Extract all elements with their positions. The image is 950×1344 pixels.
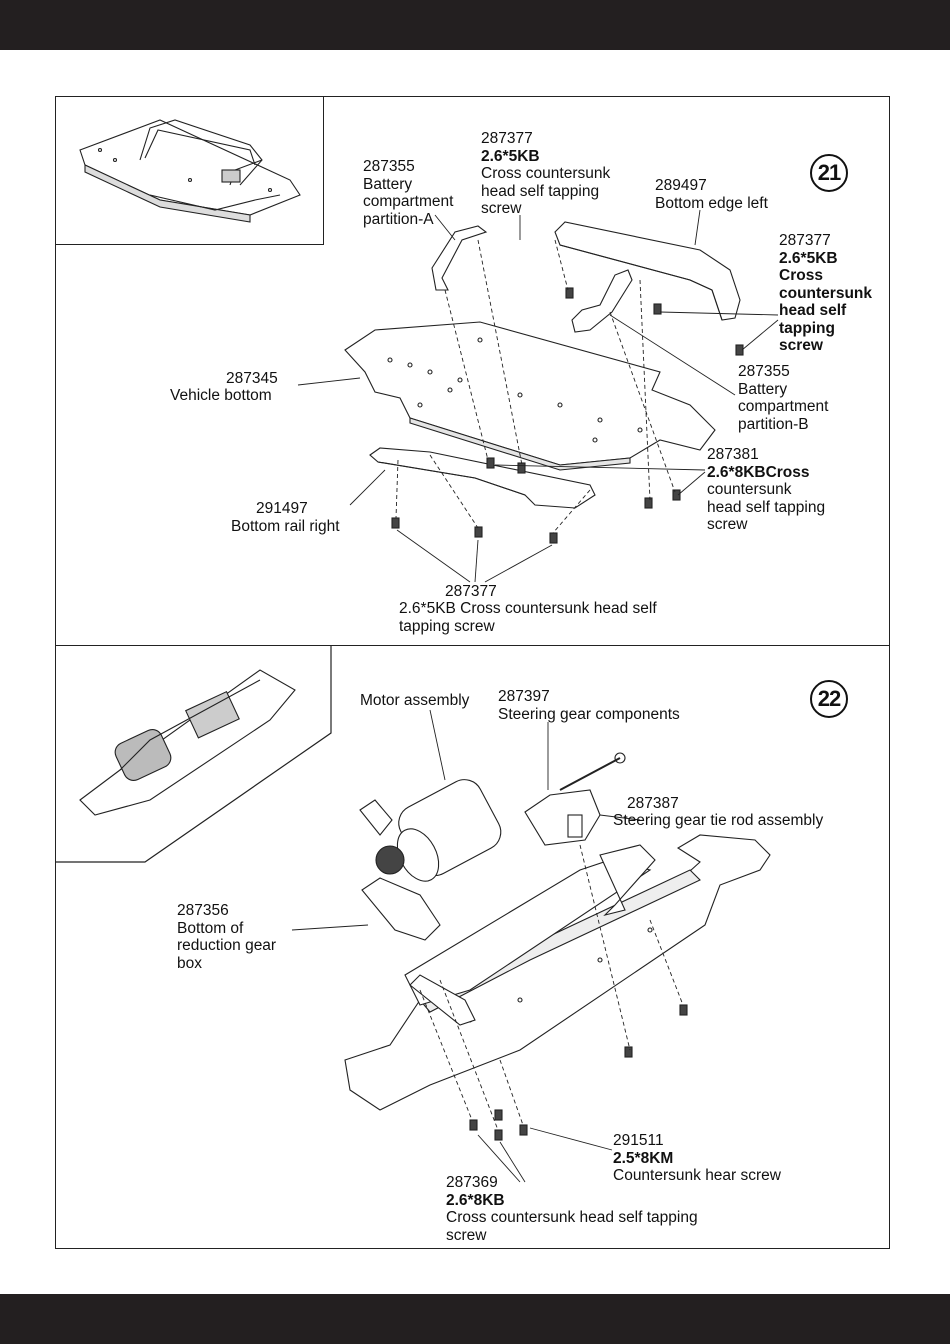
step22-dashed-guides: [419, 844, 684, 1131]
label-287397-steering-gear: 287397 Steering gear components: [498, 688, 680, 723]
battery-partition-b: [571, 269, 633, 333]
step22-screws: [469, 1004, 688, 1141]
step22-leader-lines: [291, 709, 641, 1183]
label-287345-vehicle-bottom: 287345: [226, 370, 278, 387]
label-287356-gear-box: 287356 Bottom of reduction gear box: [177, 902, 277, 972]
vehicle-bottom-plate: [344, 321, 716, 471]
battery-partition-a: [431, 225, 488, 291]
step21-overview-inset: [55, 96, 324, 245]
header-bar: [0, 0, 950, 50]
footer-bar: [0, 1294, 950, 1344]
label-291511-countersunk: 291511 2.5*8KM Countersunk hear screw: [613, 1132, 781, 1184]
label-287369-screw: 287369 2.6*8KB Cross countersunk head se…: [446, 1174, 698, 1244]
step-divider: [55, 645, 890, 646]
label-287377-screw-right: 287377 2.6*5KB Cross countersunk head se…: [779, 232, 873, 354]
step22-overview-inset: [55, 646, 332, 863]
step21-dashed-guides: [395, 239, 676, 534]
step22-chassis: [344, 834, 771, 1111]
label-289497-edge-left: 289497 Bottom edge left: [655, 177, 768, 212]
label-287377-screw-bottom: 2.6*5KB Cross countersunk head self tapp…: [399, 600, 657, 635]
bottom-edge-left-part: [554, 221, 741, 321]
label-vehicle-bottom-desc: Vehicle bottom: [170, 387, 272, 404]
step21-screws: [391, 287, 744, 544]
instruction-frame: [55, 96, 890, 1249]
label-291497-rail-right: 291497: [256, 500, 308, 517]
reduction-gear-box-part: [361, 877, 441, 941]
label-287355-partition-b: 287355 Battery compartment partition-B: [738, 363, 829, 433]
label-287387-tie-rod-code: 287387: [627, 795, 679, 812]
steering-gear-part: [524, 752, 626, 846]
step22-partitions: [409, 844, 656, 1026]
label-rail-right-desc: Bottom rail right: [231, 518, 340, 535]
step-number-21: 21: [810, 154, 848, 192]
step21-overview-chassis: [79, 119, 301, 223]
label-287377-screw-bottom-code: 287377: [445, 583, 497, 600]
label-287377-screw-top: 287377 2.6*5KB Cross countersunk head se…: [481, 130, 611, 217]
step21-leader-lines: [297, 209, 779, 583]
label-287381-screw: 287381 2.6*8KBCross countersunk head sel…: [707, 446, 826, 533]
label-motor-assembly: Motor assembly: [360, 692, 470, 709]
label-287355-partition-a: 287355 Battery compartment partition-A: [363, 158, 454, 228]
label-287387-tie-rod: Steering gear tie rod assembly: [613, 812, 824, 829]
motor-assembly-part: [359, 779, 502, 882]
